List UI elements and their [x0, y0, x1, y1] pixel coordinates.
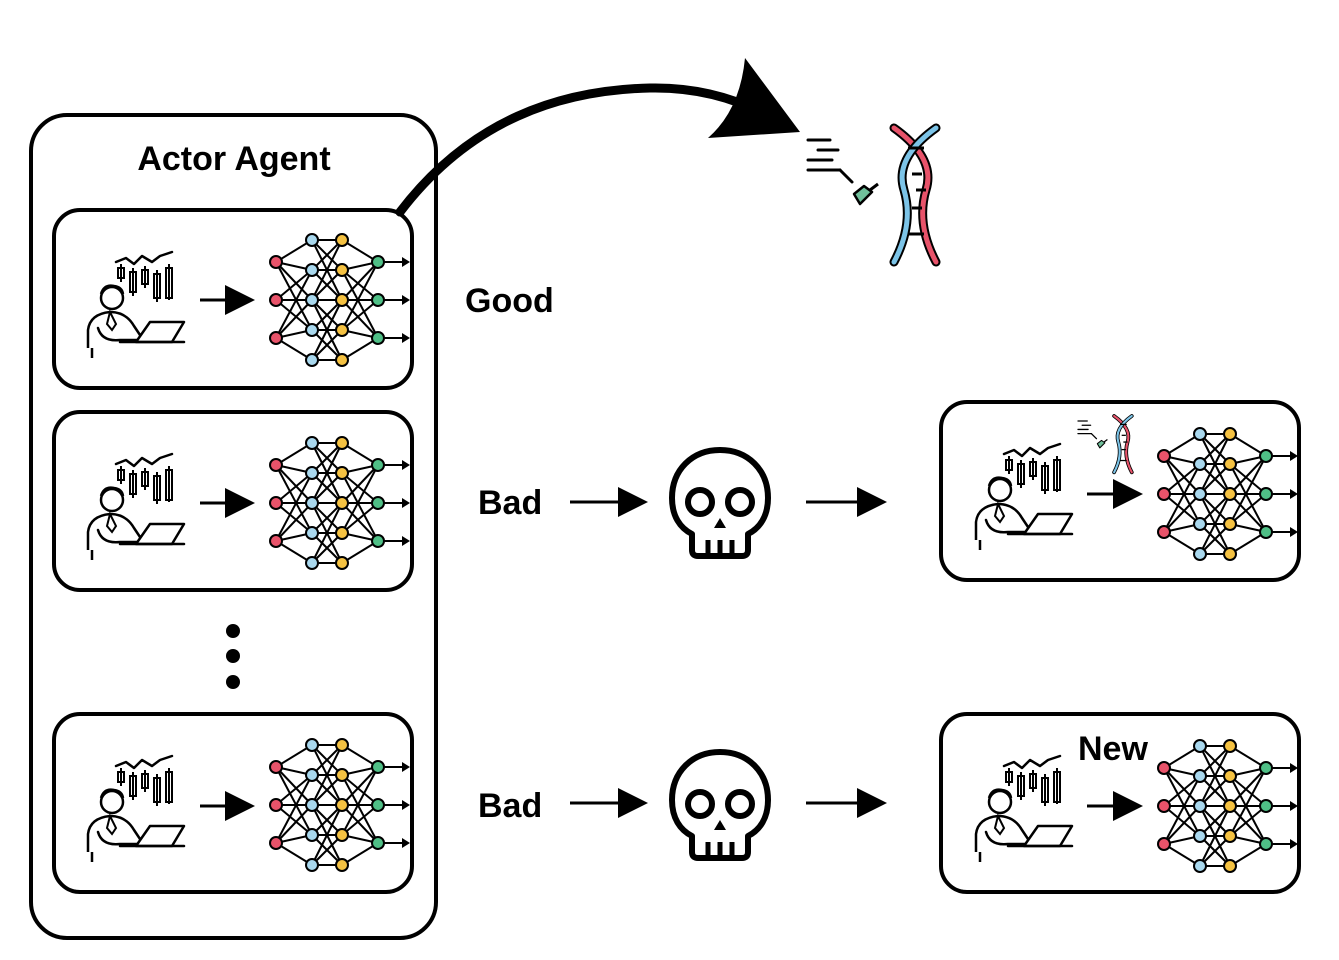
curved-arrow: [395, 83, 777, 217]
curved-arrow-head: [708, 58, 800, 138]
skull-icon: [672, 450, 768, 556]
new-label: New: [1078, 730, 1148, 768]
actor-agent-title: Actor Agent: [137, 140, 330, 178]
skull-icon: [672, 752, 768, 858]
actor-agent-container: [29, 113, 438, 940]
dna-edit-icon: [808, 128, 936, 262]
bad-label-1: Bad: [478, 484, 542, 522]
good-label: Good: [465, 282, 554, 320]
ellipsis-dots: [226, 624, 240, 689]
bad-label-2: Bad: [478, 787, 542, 825]
